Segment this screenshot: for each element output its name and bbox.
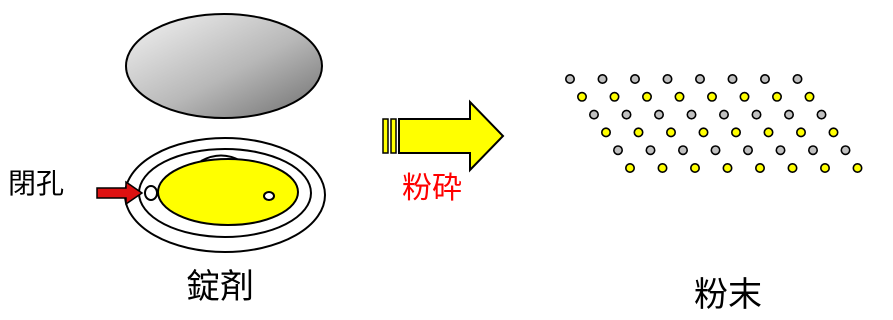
powder-dot [677, 145, 688, 156]
powder-dot [706, 91, 717, 102]
powder-dot [828, 127, 839, 138]
powder-dot [840, 145, 851, 156]
powder-dot [804, 91, 815, 102]
tablet-lid [125, 13, 323, 119]
powder-dot [662, 74, 673, 85]
powder-dot [819, 163, 830, 174]
powder-dot [633, 127, 644, 138]
powder-dot [710, 145, 721, 156]
powder-dot [730, 127, 741, 138]
powder-dot [588, 109, 599, 120]
powder-dot [783, 109, 794, 120]
crushing-label: 粉砕 [402, 171, 462, 206]
powder-dot [694, 74, 705, 85]
powder-dot [763, 127, 774, 138]
powder-dot [807, 145, 818, 156]
powder-dot [653, 109, 664, 120]
powder-dot [674, 91, 685, 102]
powder-dot [742, 145, 753, 156]
tablet-label: 錠剤 [186, 267, 254, 307]
powder-dot [787, 163, 798, 174]
powder-dots [564, 74, 863, 174]
powder-dot [564, 74, 575, 85]
powder-dot [600, 127, 611, 138]
powder-dot [689, 163, 700, 174]
powder-dot [792, 74, 803, 85]
powder-dot [718, 109, 729, 120]
powder-dot [612, 145, 623, 156]
powder-dot [576, 91, 587, 102]
powder-dot [759, 74, 770, 85]
powder-dot [686, 109, 697, 120]
powder-dot [771, 91, 782, 102]
powder-dot [795, 127, 806, 138]
closed-hole [144, 185, 158, 201]
process-arrow-icon [382, 99, 505, 173]
core-hole [263, 191, 275, 201]
powder-dot [645, 145, 656, 156]
powder-dot [629, 74, 640, 85]
powder-dot [739, 91, 750, 102]
powder-dot [624, 163, 635, 174]
powder-dot [754, 163, 765, 174]
powder-dot [657, 163, 668, 174]
closed-hole-arrow-icon [96, 180, 144, 206]
powder-label: 粉末 [694, 275, 762, 315]
tablet-core [157, 158, 299, 226]
powder-dot [816, 109, 827, 120]
closed-hole-label: 閉孔 [8, 167, 65, 200]
powder-dot [641, 91, 652, 102]
powder-dot [665, 127, 676, 138]
powder-dot [722, 163, 733, 174]
powder-dot [751, 109, 762, 120]
powder-dot [609, 91, 620, 102]
powder-dot [852, 163, 863, 174]
powder-dot [698, 127, 709, 138]
powder-dot [727, 74, 738, 85]
powder-dot [775, 145, 786, 156]
powder-dot [597, 74, 608, 85]
powder-dot [621, 109, 632, 120]
